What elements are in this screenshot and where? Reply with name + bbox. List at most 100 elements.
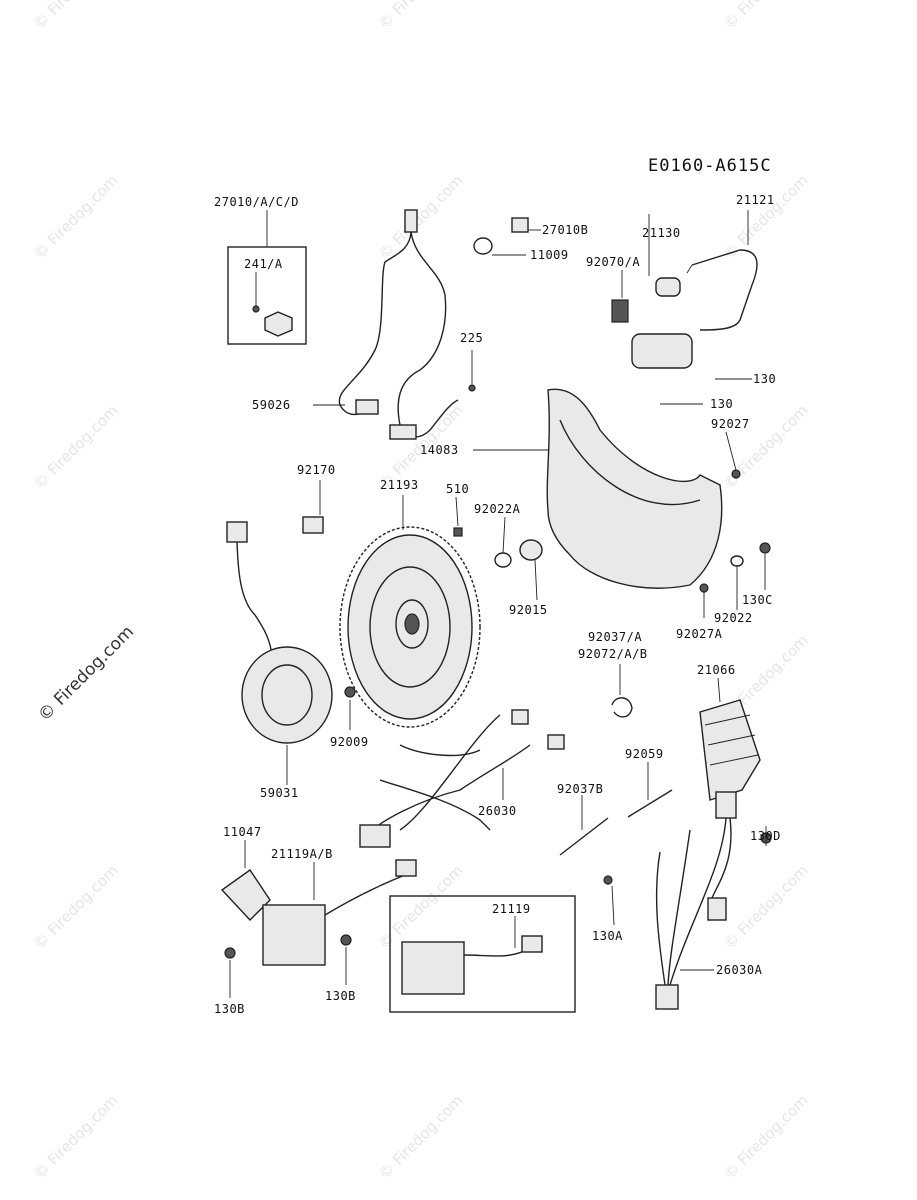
clamp-92170-icon	[302, 516, 324, 534]
igniter-21119AB	[220, 840, 417, 998]
label-21193: 21193	[380, 478, 419, 492]
label-130B-left: 130B	[214, 1002, 245, 1016]
label-130b: 130	[710, 397, 733, 411]
label-92072: 92072/A/B	[578, 647, 648, 661]
bolt-130A-icon	[603, 875, 613, 885]
label-510: 510	[446, 482, 469, 496]
ignition-coil	[611, 210, 758, 405]
switch-icon	[511, 217, 529, 233]
label-21119AB: 21119A/B	[271, 847, 333, 861]
spark-plug-icon	[611, 299, 629, 323]
igniter-body-icon	[401, 941, 465, 995]
bolt-130B-icon	[224, 947, 236, 959]
connector-icon	[655, 984, 679, 1010]
label-26030A: 26030A	[716, 963, 763, 977]
label-225: 225	[460, 331, 483, 345]
coil-body-icon	[631, 333, 693, 369]
watermark: © Firedog.com	[375, 171, 467, 263]
screw-225-icon	[468, 384, 476, 392]
harness-26030A	[655, 791, 737, 1010]
diagram-code: E0160-A615C	[648, 156, 772, 176]
label-92022: 92022	[714, 611, 753, 625]
connector-icon	[715, 791, 737, 819]
watermark: © Firedog.com	[30, 861, 122, 953]
connector-icon	[511, 709, 529, 725]
watermark: © Firedog.com	[30, 1091, 122, 1183]
bolt-130C-icon	[759, 542, 771, 554]
plug-cap-icon	[655, 277, 681, 297]
connector-icon	[521, 935, 543, 953]
washer-92022A-icon	[494, 552, 512, 568]
label-92027A: 92027A	[676, 627, 723, 641]
bolt-130B-icon	[340, 934, 352, 946]
harness-59026	[313, 209, 459, 440]
connector-icon	[226, 521, 248, 543]
bolt-92009-icon	[344, 686, 356, 698]
label-26030: 26030	[478, 804, 517, 818]
watermark: © Firedog.com	[720, 171, 812, 263]
label-11047: 11047	[223, 825, 262, 839]
collar-icon	[731, 469, 741, 479]
regulator-21066	[699, 677, 761, 801]
label-27010: 27010/A/C/D	[214, 195, 299, 209]
watermark: © Firedog.com	[720, 0, 812, 33]
connector-icon	[395, 859, 417, 877]
label-241: 241/A	[244, 257, 283, 271]
connector-icon	[547, 734, 565, 750]
label-130B-right: 130B	[325, 989, 356, 1003]
igniter-body-icon	[262, 904, 326, 966]
label-92070: 92070/A	[586, 255, 640, 269]
label-92059: 92059	[625, 747, 664, 761]
label-130a: 130	[753, 372, 776, 386]
label-21066: 21066	[697, 663, 736, 677]
connector-icon	[404, 209, 418, 233]
igniter-21119	[389, 895, 576, 1013]
label-92009: 92009	[330, 735, 369, 749]
watermark: © Firedog.com	[30, 401, 122, 493]
watermark: © Firedog.com	[30, 171, 122, 263]
bracket-11047-icon	[220, 869, 271, 922]
stator-59031	[226, 521, 333, 785]
label-92037: 92037/A	[588, 630, 642, 644]
switch-27010	[227, 210, 307, 345]
key-510-icon	[453, 527, 463, 537]
side-watermark: © Firedog.com	[34, 622, 138, 726]
label-92015: 92015	[509, 603, 548, 617]
watermark: © Firedog.com	[375, 0, 467, 33]
oil-switch-icon	[264, 311, 293, 337]
connector-icon	[359, 824, 391, 848]
watermark: © Firedog.com	[720, 1091, 812, 1183]
clip-icon	[611, 697, 633, 718]
collar-icon	[699, 583, 709, 593]
label-130A: 130A	[592, 929, 623, 943]
sensor-icon	[389, 424, 417, 440]
cover-14083	[473, 388, 741, 618]
switch-27010B	[473, 217, 541, 256]
nut-92015-icon	[519, 539, 543, 561]
label-92037B: 92037B	[557, 782, 603, 796]
nut-icon	[252, 305, 260, 313]
watermark: © Firedog.com	[375, 861, 467, 953]
label-59031: 59031	[260, 786, 299, 800]
watermark: © Firedog.com	[720, 401, 812, 493]
ring-gear-icon	[339, 526, 481, 728]
label-21119: 21119	[492, 902, 531, 916]
detail-box	[389, 895, 576, 1013]
watermark: © Firedog.com	[30, 0, 122, 33]
label-11009: 11009	[530, 248, 569, 262]
flywheel-21193	[339, 495, 481, 728]
label-21121: 21121	[736, 193, 775, 207]
label-27010B: 27010B	[542, 223, 588, 237]
label-130C: 130C	[742, 593, 773, 607]
connector-icon	[707, 897, 727, 921]
label-130D: 130D	[750, 829, 781, 843]
tube-92059-icon	[627, 789, 673, 818]
washer-92022-icon	[730, 555, 744, 567]
label-14083: 14083	[420, 443, 459, 457]
label-92022A: 92022A	[474, 502, 521, 516]
watermark: © Firedog.com	[375, 1091, 467, 1183]
label-21130: 21130	[642, 226, 681, 240]
label-59026: 59026	[252, 398, 291, 412]
label-92027: 92027	[711, 417, 750, 431]
